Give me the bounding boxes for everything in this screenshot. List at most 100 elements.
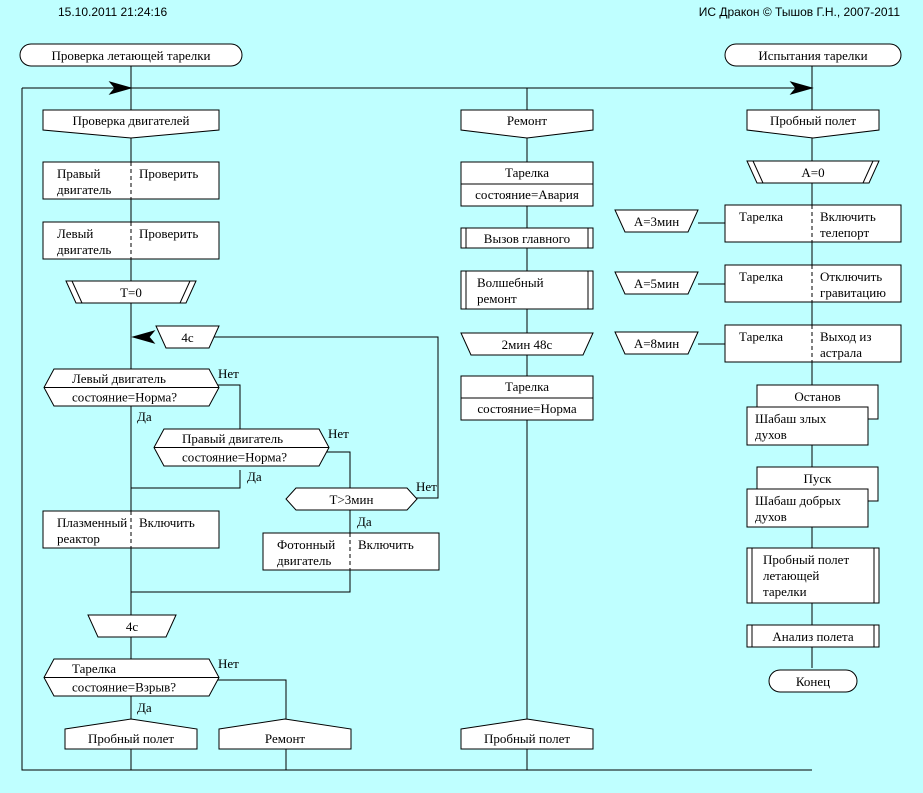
action-photon-action: Включить bbox=[358, 537, 414, 552]
action-teleport-action: телепорт bbox=[820, 225, 869, 240]
address-test-flight-shape bbox=[64, 718, 198, 750]
pause-loop: 4с bbox=[155, 325, 220, 349]
timer-8min: A=8мин bbox=[614, 331, 699, 355]
edge bbox=[752, 160, 764, 184]
timer-5min: A=5мин bbox=[614, 271, 699, 295]
pause-final-label: 4с bbox=[126, 619, 139, 634]
subroutine-call-chief[interactable]: Вызов главного bbox=[460, 227, 594, 249]
question-left-engine-line1: Левый двигатель bbox=[72, 371, 166, 386]
action-astral-object: Тарелка bbox=[739, 329, 783, 344]
timestamp: 15.10.2011 21:24:16 bbox=[58, 5, 168, 19]
subroutine-magic-repair-label: ремонт bbox=[477, 291, 517, 306]
action-left-engine-action: Проверить bbox=[139, 226, 198, 241]
status-crash: Тарелка состояние=Авария bbox=[460, 161, 594, 207]
subroutine-call-chief-label: Вызов главного bbox=[484, 231, 570, 246]
action-right-engine-action: Проверить bbox=[139, 166, 198, 181]
label-no: Нет bbox=[218, 656, 239, 671]
timer-start-shape bbox=[65, 280, 197, 304]
label-no: Нет bbox=[328, 426, 349, 441]
address-repair-label: Ремонт bbox=[265, 731, 306, 746]
label-yes: Да bbox=[357, 514, 372, 529]
subroutine-test-flight-label: Пробный полет bbox=[763, 552, 849, 567]
shelf-start-box bbox=[746, 488, 869, 528]
start-icon-test-label: Испытания тарелки bbox=[758, 48, 867, 63]
no-branch-line bbox=[216, 384, 241, 432]
status-crash-value: состояние=Авария bbox=[475, 187, 579, 202]
label-yes: Да bbox=[137, 409, 152, 424]
action-right-engine-object: Правый bbox=[57, 166, 101, 181]
pause-repair-shape bbox=[460, 332, 594, 356]
edge bbox=[179, 280, 191, 304]
status-crash-object: Тарелка bbox=[505, 165, 549, 180]
action-left-engine-object: двигатель bbox=[57, 242, 111, 257]
address-repair-shape bbox=[218, 718, 352, 750]
timer-3min: A=3мин bbox=[614, 209, 699, 233]
subroutine-magic-repair-shape bbox=[460, 270, 594, 310]
timer-a: A=0 bbox=[746, 160, 880, 184]
label-yes: Да bbox=[247, 469, 262, 484]
merge-line bbox=[131, 470, 241, 489]
timer-start-label: T=0 bbox=[120, 285, 142, 300]
action-gravity-action: гравитацию bbox=[820, 285, 886, 300]
action-teleport-action: Включить bbox=[820, 209, 876, 224]
timer-8min-label: A=8мин bbox=[634, 336, 679, 351]
address-repair: Ремонт bbox=[218, 718, 352, 750]
start-icon-test-shape bbox=[724, 43, 902, 67]
question-left-engine-line2: состояние=Норма? bbox=[72, 390, 177, 405]
pause-repair-label: 2мин 48с bbox=[502, 337, 553, 352]
address-test-flight-2-label: Пробный полет bbox=[484, 731, 570, 746]
timer-start: T=0 bbox=[65, 280, 197, 304]
shelf-stop-box bbox=[746, 406, 869, 446]
start-icon-title-label: Проверка летающей тарелки bbox=[51, 48, 210, 63]
action-astral-action: Выход из bbox=[820, 329, 872, 344]
arrow-left-icon bbox=[131, 330, 156, 344]
branch-test-flight-shape bbox=[746, 109, 880, 139]
subroutine-call-chief-shape bbox=[460, 227, 594, 249]
subroutine-analysis-label: Анализ полета bbox=[772, 629, 853, 644]
no-branch-line bbox=[327, 451, 351, 498]
question-left-engine: Левый двигатель состояние=Норма? bbox=[43, 368, 220, 407]
action-astral-shape bbox=[724, 324, 902, 363]
shelf-start-label: Пуск bbox=[804, 471, 833, 486]
end-icon-label: Конец bbox=[796, 674, 830, 689]
shelf-start-proc: Шабаш добрых bbox=[755, 493, 841, 508]
arrow-right-icon bbox=[789, 81, 814, 95]
question-time-label: T>3мин bbox=[330, 492, 374, 507]
action-gravity-shape bbox=[724, 264, 902, 303]
shelf-start-proc: духов bbox=[755, 509, 787, 524]
action-plasma-object: Плазменный bbox=[57, 515, 127, 530]
branch-check-engines-shape bbox=[42, 109, 220, 139]
subroutine-magic-repair-label: Волшебный bbox=[477, 275, 544, 290]
action-photon-object: двигатель bbox=[277, 553, 331, 568]
question-time-shape bbox=[285, 487, 418, 511]
action-plasma-action: Включить bbox=[139, 515, 195, 530]
action-photon-object: Фотонный bbox=[277, 537, 335, 552]
action-right-engine-object: двигатель bbox=[57, 182, 111, 197]
arrow-right-icon bbox=[108, 81, 133, 95]
label-yes: Да bbox=[137, 700, 152, 715]
shelf-stop-label: Останов bbox=[794, 389, 840, 404]
subroutine-test-flight-label: тарелки bbox=[763, 584, 807, 599]
timer-a-shape bbox=[746, 160, 880, 184]
question-right-engine-line1: Правый двигатель bbox=[182, 431, 283, 446]
subroutine-analysis[interactable]: Анализ полета bbox=[746, 624, 880, 648]
timer-a-label: A=0 bbox=[801, 165, 824, 180]
subroutine-test-flight-shape bbox=[746, 547, 880, 604]
start-icon-title: Проверка летающей тарелки bbox=[19, 43, 243, 67]
start-icon-test: Испытания тарелки bbox=[724, 43, 902, 67]
status-norm-value: состояние=Норма bbox=[477, 401, 576, 416]
question-explode-line1: Тарелка bbox=[72, 661, 116, 676]
pause-final-shape bbox=[87, 614, 177, 638]
branch-test-flight: Пробный полет bbox=[746, 109, 880, 139]
